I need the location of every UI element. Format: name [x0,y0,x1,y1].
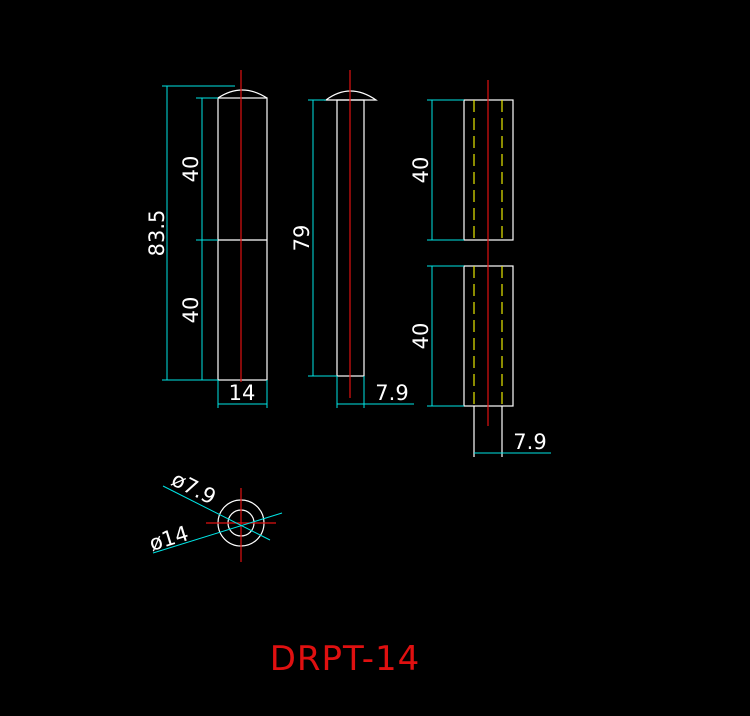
dim-left-total-label: 83.5 [145,210,169,257]
dim-middle-height-label: 79 [290,225,314,252]
middle-view: 79 7.9 [290,70,414,408]
dim-right-upper-label: 40 [409,157,433,184]
leader-inner [162,485,271,541]
dim-middle-width-label: 7.9 [375,381,408,405]
leader-outer [152,512,283,554]
dim-outer-diameter-label: ø14 [146,521,191,556]
dim-right-lower-label: 40 [409,323,433,350]
left-view: 83.5 40 40 14 [145,70,268,408]
right-view: 40 40 7.9 [409,80,551,457]
dim-left-width-label: 14 [229,381,256,405]
drawing-title: DRPT-14 [270,639,421,679]
left-dome-cap [217,89,268,99]
end-view: ø7.9 ø14 [146,467,283,562]
dim-left-upper-label: 40 [179,156,203,183]
dim-inner-diameter-label: ø7.9 [168,467,220,509]
pin-head [324,90,378,101]
dim-right-width-label: 7.9 [513,430,546,454]
dim-left-lower-label: 40 [179,297,203,324]
left-body-outline [217,97,268,381]
